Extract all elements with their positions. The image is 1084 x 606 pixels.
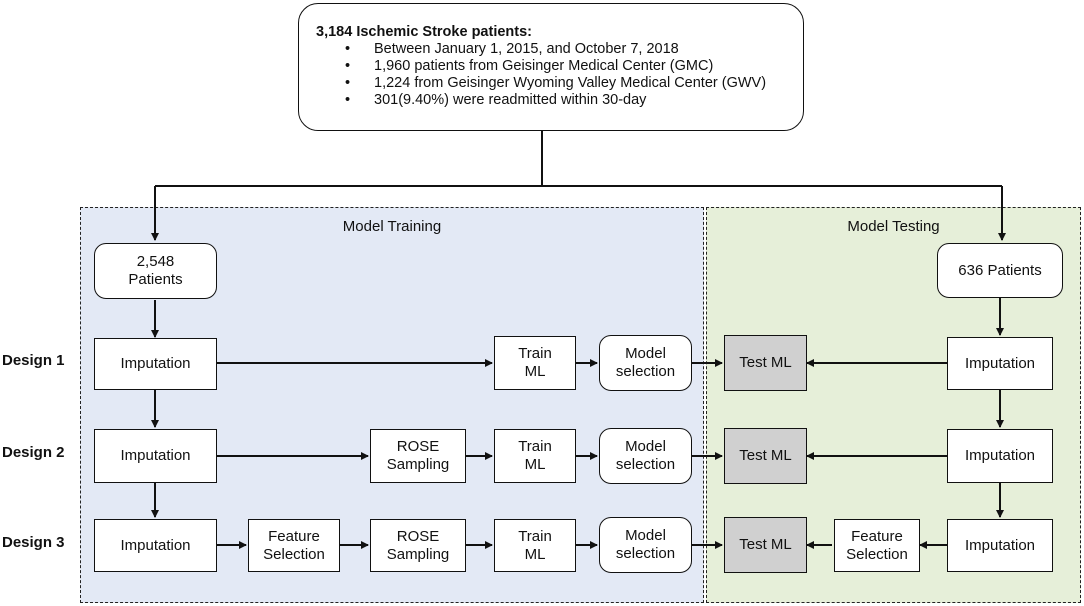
d3-rose-sampling-box: ROSE Sampling	[370, 519, 466, 572]
cohort-summary-list: Between January 1, 2015, and October 7, …	[316, 41, 803, 109]
d1-train-ml-box: Train ML	[494, 336, 576, 390]
d2-test-imputation-box: Imputation	[947, 429, 1053, 483]
d2-train-ml-label: Train ML	[518, 438, 552, 473]
d1-imputation-box: Imputation	[94, 338, 217, 390]
d1-train-ml-label: Train ML	[518, 345, 552, 380]
cohort-summary-item: 301(9.40%) were readmitted within 30-day	[316, 92, 803, 109]
cohort-summary-title: 3,184 Ischemic Stroke patients:	[316, 24, 532, 40]
d3-model-selection-label: Model selection	[615, 527, 676, 562]
d2-test-ml-label: Test ML	[739, 447, 792, 464]
d1-imputation-label: Imputation	[120, 355, 191, 372]
d2-test-imputation-label: Imputation	[964, 447, 1036, 464]
testing-patients-box: 636 Patients	[937, 243, 1063, 298]
training-patients-box: 2,548 Patients	[94, 243, 217, 299]
d2-test-ml-box: Test ML	[724, 428, 807, 484]
d3-test-imputation-label: Imputation	[964, 536, 1036, 554]
model-testing-title: Model Testing	[847, 218, 940, 235]
d3-test-feature-selection-box: Feature Selection	[834, 519, 920, 572]
d3-test-ml-box: Test ML	[724, 517, 807, 573]
d2-model-selection-label: Model selection	[615, 438, 676, 473]
d1-model-selection-box: Model selection	[599, 335, 692, 391]
d3-rose-sampling-label: ROSE Sampling	[386, 527, 450, 563]
model-training-title: Model Training	[342, 218, 442, 235]
d3-feature-selection-box: Feature Selection	[248, 519, 340, 572]
design-1-label: Design 1	[2, 352, 65, 369]
testing-patients-label: 636 Patients	[958, 261, 1042, 279]
d1-test-imputation-label: Imputation	[964, 354, 1036, 372]
d3-imputation-box: Imputation	[94, 519, 217, 572]
d2-rose-sampling-label: ROSE Sampling	[386, 438, 450, 473]
training-patients-label: 2,548 Patients	[128, 253, 183, 288]
cohort-summary-item: Between January 1, 2015, and October 7, …	[316, 41, 803, 58]
d3-test-imputation-box: Imputation	[947, 519, 1053, 572]
cohort-summary-item: 1,960 patients from Geisinger Medical Ce…	[316, 58, 803, 75]
d2-train-ml-box: Train ML	[494, 429, 576, 483]
d3-feature-selection-label: Feature Selection	[263, 527, 325, 563]
d3-train-ml-label: Train ML	[518, 527, 552, 563]
d1-test-ml-box: Test ML	[724, 335, 807, 391]
d3-imputation-label: Imputation	[120, 536, 191, 554]
d1-test-imputation-box: Imputation	[947, 337, 1053, 390]
d1-test-ml-label: Test ML	[739, 354, 792, 371]
d3-model-selection-box: Model selection	[599, 517, 692, 573]
d3-test-feature-selection-label: Feature Selection	[846, 527, 908, 563]
d3-test-ml-label: Test ML	[739, 536, 792, 553]
d1-model-selection-label: Model selection	[615, 345, 676, 380]
cohort-summary-box: 3,184 Ischemic Stroke patients: Between …	[298, 3, 804, 131]
d2-imputation-label: Imputation	[120, 447, 191, 464]
d2-imputation-box: Imputation	[94, 429, 217, 483]
d2-rose-sampling-box: ROSE Sampling	[370, 429, 466, 483]
d3-train-ml-box: Train ML	[494, 519, 576, 572]
split-line	[155, 131, 1002, 187]
d2-model-selection-box: Model selection	[599, 428, 692, 484]
design-2-label: Design 2	[2, 444, 65, 461]
cohort-summary-item: 1,224 from Geisinger Wyoming Valley Medi…	[316, 75, 803, 92]
design-3-label: Design 3	[2, 534, 65, 551]
